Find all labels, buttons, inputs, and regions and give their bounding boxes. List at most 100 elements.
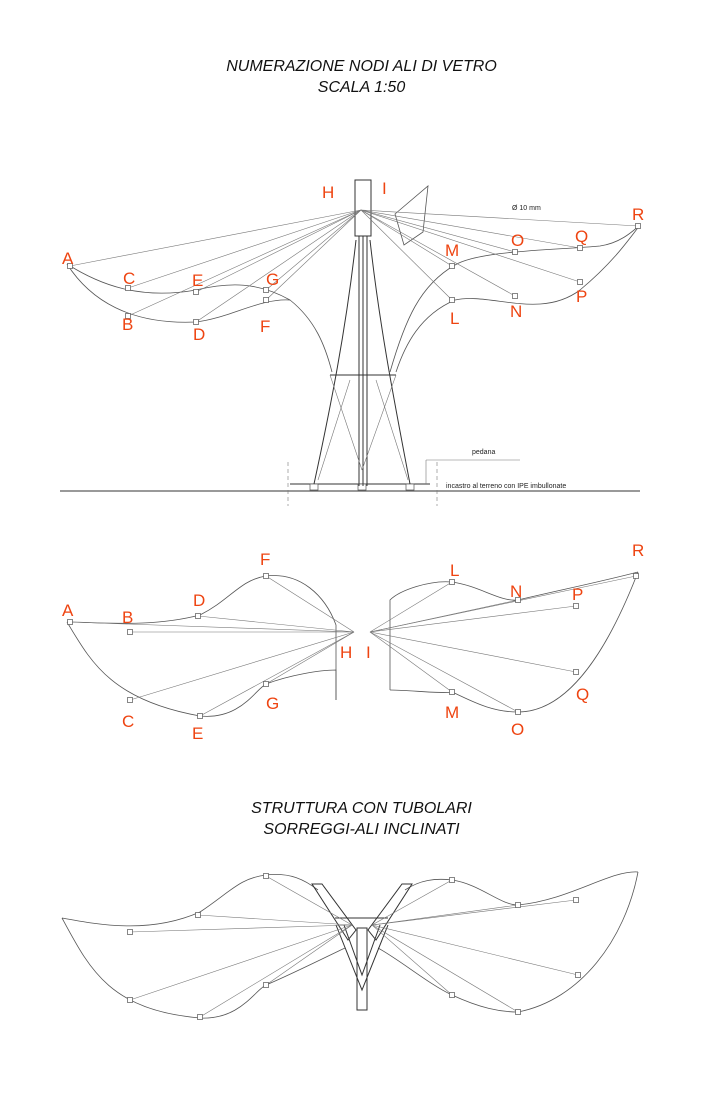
struct-legs (335, 924, 389, 992)
node-label-B: B (122, 315, 133, 334)
struct-right-wing-lower (377, 871, 639, 1013)
plan-node-label-G: G (266, 694, 279, 713)
diameter-note: Ø 10 mm (512, 205, 541, 212)
plan-node-label-D: D (193, 591, 205, 610)
plan-node-label-B: B (122, 608, 133, 627)
plan-node-marker (127, 697, 133, 703)
elevation-node-marker (449, 297, 455, 303)
plan-node-marker (127, 629, 133, 635)
elevation-node-marker (449, 263, 455, 269)
structure-right-cable (371, 904, 519, 926)
base-plate-left (309, 483, 319, 491)
plan-node-marker (633, 573, 639, 579)
node-label-G: G (266, 270, 279, 289)
elevation-view: Ø 10 mm pedana incastro al terreno con I… (60, 179, 644, 506)
base-plate-right (405, 483, 415, 491)
plan-node-label-H: H (340, 643, 352, 662)
plan-node-label-Q: Q (576, 685, 589, 704)
plan-node-marker (573, 603, 579, 609)
node-label-I: I (382, 179, 387, 198)
plan-node-label-O: O (511, 720, 524, 739)
plan-left-cable (197, 615, 355, 633)
elevation-cable (360, 209, 581, 249)
node-label-Q: Q (575, 227, 588, 246)
node-label-C: C (123, 269, 135, 288)
struct-left-wing-lower (61, 917, 346, 1019)
plan-node-marker (263, 573, 269, 579)
elevation-node-marker (125, 285, 131, 291)
node-label-E: E (192, 271, 203, 290)
elevation-cable (127, 209, 362, 289)
structure-right-cable (371, 924, 519, 1013)
struct-left-wing-upper (61, 873, 319, 927)
elevation-cable (265, 209, 362, 291)
struct-right-wing-upper (404, 871, 639, 906)
node-label-F: F (260, 317, 270, 336)
elevation-node-marker (577, 245, 583, 251)
plan-left-wing-lower (66, 621, 337, 717)
plan-node-label-R: R (632, 541, 644, 560)
struct-arm-right (367, 883, 413, 941)
plan-node-marker (449, 689, 455, 695)
node-label-H: H (322, 183, 334, 202)
node-label-P: P (576, 287, 587, 306)
structure-node-marker (515, 902, 521, 908)
plan-cables (69, 575, 637, 717)
node-label-O: O (511, 231, 524, 250)
elevation-cable (360, 209, 639, 227)
elevation-node-marker (635, 223, 641, 229)
elevation-cable (360, 209, 516, 297)
plan-node-markers (67, 573, 639, 719)
plan-node-marker (67, 619, 73, 625)
glass-panel (394, 185, 429, 246)
plan-node-label-E: E (192, 724, 203, 743)
structure-left-cable (265, 924, 353, 986)
plan-node-label-N: N (510, 582, 522, 601)
plan-right-cable (369, 581, 453, 633)
elevation-node-marker (193, 289, 199, 295)
pedana-label: pedana (472, 449, 495, 456)
structure-node-marker (263, 982, 269, 988)
plan-right-cable (369, 631, 453, 693)
elevation-node-markers (67, 223, 641, 325)
structure-left-cable (129, 924, 353, 1001)
right-wing-bottom (395, 224, 641, 373)
elevation-cable (360, 209, 453, 267)
plan-node-marker (195, 613, 201, 619)
plan-right-wing-lower (389, 571, 639, 713)
elevation-cable (69, 209, 362, 267)
node-label-M: M (445, 241, 459, 260)
elevation-node-marker (577, 279, 583, 285)
plan-node-marker (263, 681, 269, 687)
elevation-node-marker (512, 249, 518, 255)
elevation-cables (69, 209, 639, 323)
plan-node-marker (573, 669, 579, 675)
plan-left-cable (265, 575, 355, 633)
node-label-D: D (193, 325, 205, 344)
elevation-cable (195, 209, 362, 323)
elevation-node-marker (512, 293, 518, 299)
plan-right-cable (369, 605, 577, 633)
structure-left-cable (129, 924, 353, 933)
subtitle-line-2: SORREGGI-ALI INCLINATI (263, 821, 460, 838)
structure-node-markers (127, 873, 581, 1020)
plan-node-label-C: C (122, 712, 134, 731)
leg-right (369, 239, 411, 485)
plan-node-label-M: M (445, 703, 459, 722)
title-line-1: NUMERAZIONE NODI ALI DI VETRO (226, 58, 497, 75)
structure-left-cable (199, 924, 353, 1018)
brace-3 (317, 379, 351, 481)
elevation-cable (195, 209, 362, 293)
structure-right-cable (371, 924, 453, 996)
plan-left-cable (129, 631, 355, 701)
brace-4 (375, 379, 409, 481)
struct-legs-inner (343, 924, 381, 977)
elevation-cable (127, 209, 362, 317)
elevation-node-marker (67, 263, 73, 269)
elevation-cable (360, 209, 453, 301)
structure-right-cable (371, 924, 579, 976)
plan-left-cable (265, 631, 355, 685)
structure-node-marker (195, 912, 201, 918)
plan-right-cable (369, 631, 519, 713)
elevation-node-marker (263, 297, 269, 303)
